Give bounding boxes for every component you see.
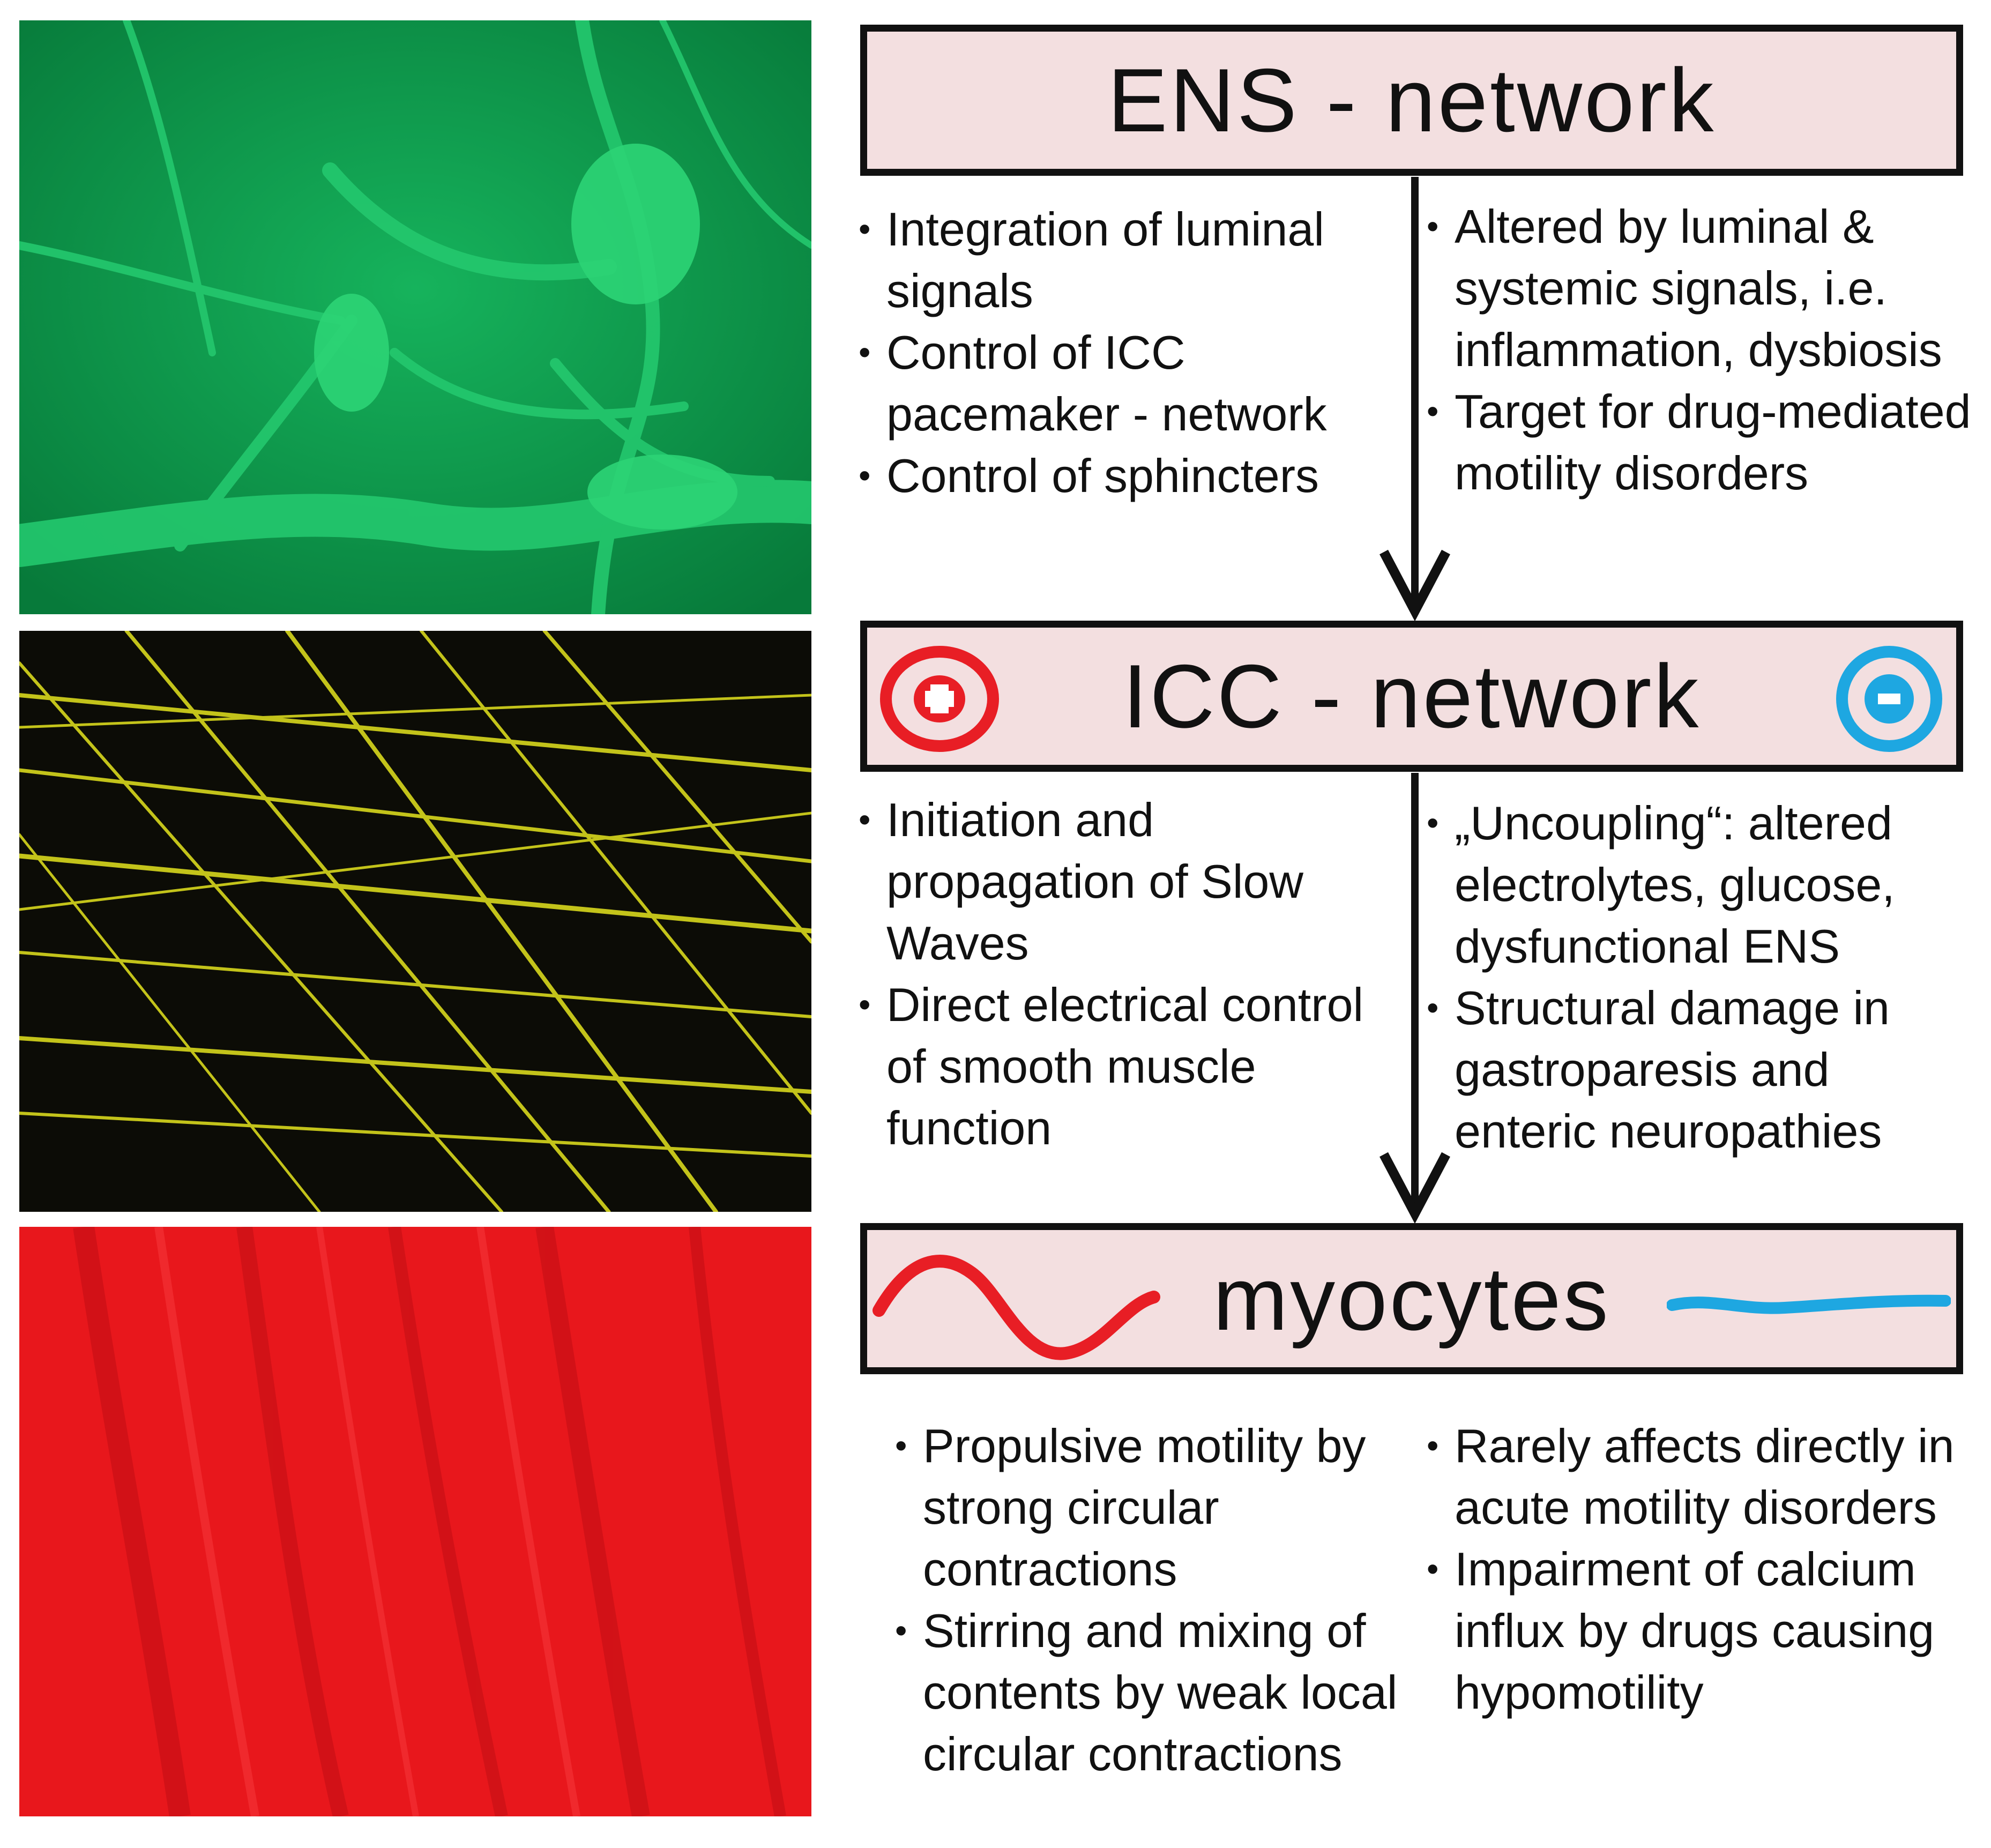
icc-left-bullet: Direct electrical control of smooth musc… [857,974,1393,1159]
myocytes-left-bullet: Stirring and mixing of contents by weak … [894,1600,1408,1785]
icc-network-box: ICC - network [860,621,1963,772]
ens-left-bullet: Integration of luminal signals [857,198,1393,322]
ens-network-box: ENS - network [860,25,1963,176]
plus-circle-icon [880,646,999,752]
myocytes-title: myocytes [1213,1248,1610,1349]
myocytes-left-column: Propulsive motility by strong circular c… [894,1415,1408,1785]
myocytes-box: myocytes [860,1223,1963,1374]
ens-left-column: Integration of luminal signals Control o… [857,198,1393,506]
red-muscle-micrograph-icon [19,1227,811,1816]
ens-right-column: Altered by luminal & systemic signals, i… [1426,196,1983,504]
icc-micrograph [19,631,811,1212]
myocytes-right-bullet: Rarely affects directly in acute motilit… [1426,1415,1962,1538]
icc-left-column: Initiation and propagation of Slow Waves… [857,789,1393,1159]
icc-network-title: ICC - network [1122,646,1701,747]
sine-wave-icon [873,1255,1160,1360]
myocytes-right-column: Rarely affects directly in acute motilit… [1426,1415,1962,1723]
myocyte-micrograph [19,1227,811,1816]
ens-right-bullet: Target for drug-mediated motility disord… [1426,381,1983,504]
icc-to-myocytes-arrow [1379,773,1450,1224]
ens-left-bullet: Control of ICC pacemaker - network [857,322,1393,445]
flat-line-icon [1667,1294,1951,1314]
ens-right-bullet: Altered by luminal & systemic signals, i… [1426,196,1983,381]
yellow-icc-micrograph-icon [19,631,811,1212]
ens-to-icc-arrow [1379,177,1450,622]
icc-right-bullet: Structural damage in gastroparesis and e… [1426,977,1983,1162]
ens-network-title: ENS - network [1107,50,1716,151]
green-neuron-micrograph-icon [19,20,811,614]
ens-left-bullet: Control of sphincters [857,445,1393,506]
minus-circle-icon [1836,646,1942,752]
icc-right-bullet: „Uncoupling“: altered electrolytes, gluc… [1426,792,1983,977]
icc-right-column: „Uncoupling“: altered electrolytes, gluc… [1426,792,1983,1162]
myocytes-left-bullet: Propulsive motility by strong circular c… [894,1415,1408,1600]
icc-left-bullet: Initiation and propagation of Slow Waves [857,789,1393,974]
ens-micrograph [19,20,811,614]
myocytes-right-bullet: Impairment of calcium influx by drugs ca… [1426,1538,1962,1723]
